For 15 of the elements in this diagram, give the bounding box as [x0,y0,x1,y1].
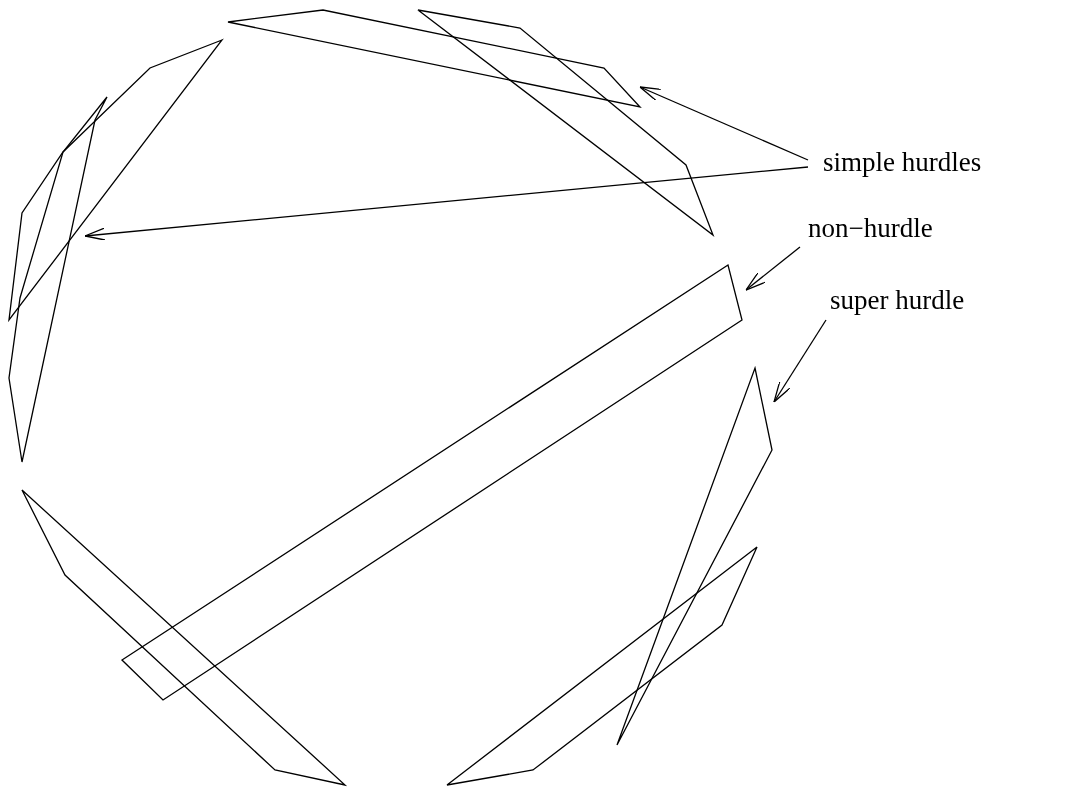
callout-label: super hurdle [830,286,965,316]
hurdle-outline [22,490,345,785]
hurdle-outline [447,547,757,785]
leader-arrow [639,86,809,161]
hurdle-outline [9,97,107,462]
hurdle-outline [228,10,640,107]
hurdle-outline [617,368,772,745]
hurdle-outline [122,265,742,700]
leader-arrow [773,319,827,403]
leader-arrow [745,246,801,291]
hurdle-outline [9,40,222,320]
callout-label: non−hurdle [808,214,933,244]
leader-arrow [84,166,809,241]
hurdle-outline [418,10,713,235]
callout-label: simple hurdles [823,148,982,178]
